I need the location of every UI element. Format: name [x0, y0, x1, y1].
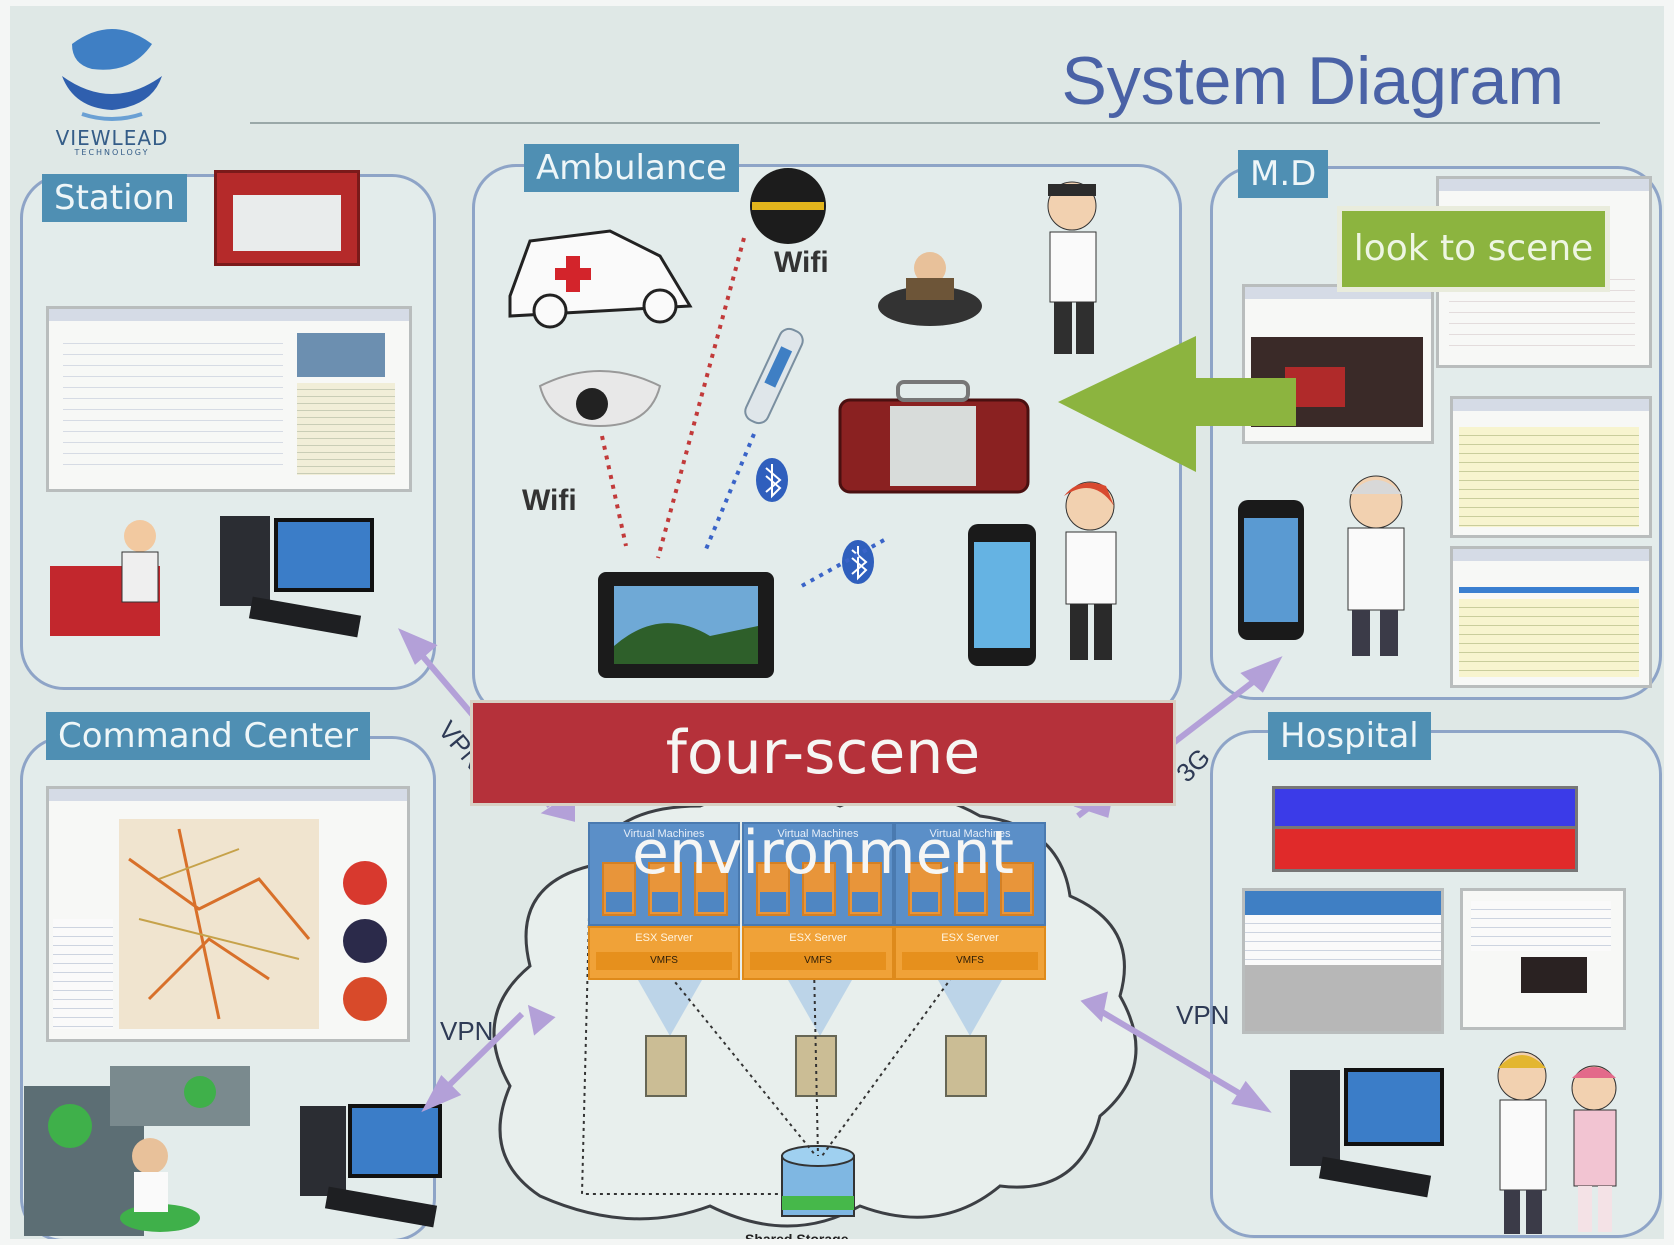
paramedic-icon: [1047, 181, 1097, 354]
ambulance-garage-icon: [214, 170, 360, 266]
command-center-tag: Command Center: [46, 712, 370, 760]
server-icon: [945, 1035, 987, 1097]
hospital-list-screenshot: [1242, 888, 1444, 1034]
logo-name: VIEWLEAD: [55, 126, 169, 150]
wifi-label: Wifi: [774, 246, 829, 279]
slide: VIEWLEAD TECHNOLOGY System Diagram Stati…: [10, 6, 1664, 1239]
ambulance-tag: Ambulance: [524, 144, 739, 192]
cloud-network: [398, 628, 1283, 1228]
bluetooth-icon: [756, 458, 788, 502]
virtual-machines-block: Virtual Machines: [588, 822, 740, 926]
ambulance-icon: [508, 229, 693, 329]
vmfs-label: VMFS: [596, 952, 732, 970]
vpn-label-right: VPN: [1176, 1000, 1230, 1030]
smartphone-icon: [968, 524, 1036, 666]
esx-label: ESX Server: [789, 932, 847, 944]
logo-mark-icon: [62, 29, 162, 121]
doctor-icon: [1497, 1051, 1547, 1234]
shared-storage-icon: [781, 1145, 855, 1217]
command-figures: [24, 1066, 442, 1236]
vm-title: Virtual Machines: [744, 828, 892, 840]
hospital-record-screenshot: [1460, 888, 1626, 1030]
injured-person-icon: [878, 252, 982, 326]
hospital-tag: Hospital: [1268, 712, 1431, 760]
station-software-screenshot: [46, 306, 412, 492]
shared-storage-label: Shared Storage: [745, 1231, 849, 1239]
station-tag: Station: [42, 174, 187, 222]
viewlead-logo: VIEWLEAD TECHNOLOGY: [32, 14, 192, 164]
hospital-figures: [1290, 1051, 1617, 1234]
look-arrow-icon: [1058, 336, 1296, 472]
smartphone-icon: [1238, 500, 1304, 640]
vpn-label-left: VPN: [440, 1016, 494, 1046]
four-scene-banner: four-scene environment: [470, 700, 1176, 888]
look-to-scene-callout: look to scene: [1337, 206, 1610, 292]
tablet-device-icon: [598, 572, 774, 678]
esx-label: ESX Server: [635, 932, 693, 944]
esx-server-block: ESX Server VMFS: [742, 926, 894, 980]
desktop-computer-icon: [300, 1104, 442, 1228]
virtual-machines-block: Virtual Machines: [894, 822, 1046, 926]
station-figures: [50, 516, 374, 638]
wifi-sensor-icon: [750, 168, 826, 244]
control-room-icon: [24, 1066, 250, 1236]
dome-camera-icon: [538, 370, 662, 428]
server-icon: [645, 1035, 687, 1097]
esx-label: ESX Server: [941, 932, 999, 944]
md-vitals-screenshot: [1450, 396, 1652, 538]
doctor-icon: [1347, 475, 1405, 656]
command-map-screenshot: [46, 786, 410, 1042]
ear-thermometer-icon: [744, 327, 804, 425]
desktop-computer-icon: [220, 516, 374, 638]
md-tag: M.D: [1238, 150, 1329, 198]
hospital-alert-bar: [1272, 826, 1578, 872]
title-rule: [250, 122, 1600, 124]
vm-title: Virtual Machines: [896, 828, 1044, 840]
desktop-computer-icon: [1290, 1068, 1444, 1198]
page-title: System Diagram: [1061, 43, 1564, 119]
esx-server-block: ESX Server VMFS: [894, 926, 1046, 980]
vmfs-label: VMFS: [902, 952, 1038, 970]
nurse-icon: [1064, 481, 1117, 660]
map-roads: [128, 828, 311, 1020]
wifi-label: Wifi: [522, 484, 577, 517]
md-figures: [1058, 336, 1405, 656]
nurse-icon: [1571, 1065, 1617, 1232]
dispatcher-figure-icon: [50, 520, 160, 636]
vmfs-label: VMFS: [750, 952, 886, 970]
virtual-machines-block: Virtual Machines: [742, 822, 894, 926]
logo-sub: TECHNOLOGY: [74, 148, 150, 157]
ambulance-devices: [508, 168, 1117, 678]
medical-kit-icon: [838, 380, 1030, 494]
esx-server-block: ESX Server VMFS: [588, 926, 740, 980]
vm-title: Virtual Machines: [590, 828, 738, 840]
md-record-screenshot: [1450, 546, 1652, 688]
